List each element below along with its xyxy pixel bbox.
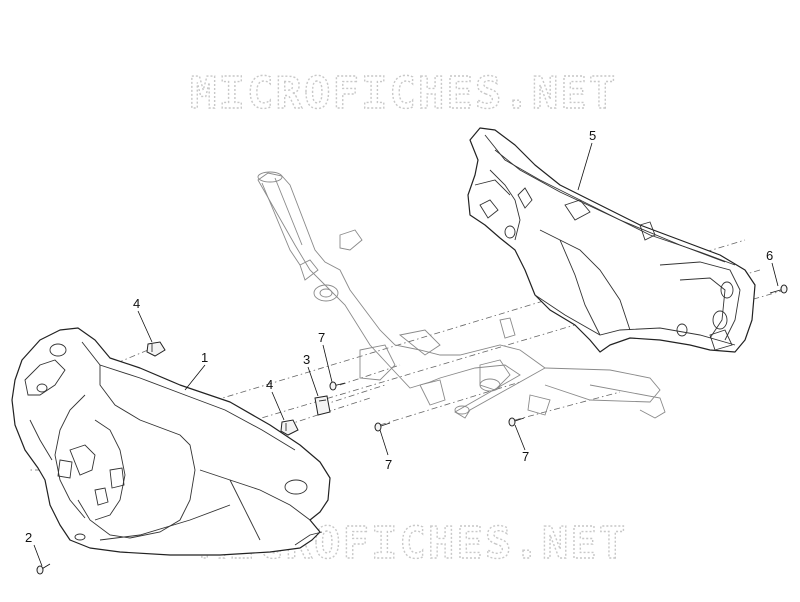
clip-lower [280,419,299,436]
callout-3: 3 [303,352,310,367]
leader-lines [33,142,779,567]
callout-7-upper: 7 [318,330,325,345]
callout-4-lower: 4 [266,377,273,392]
handlebar-tube [257,171,666,419]
watermark-top: MICROFICHES.NET [190,68,617,119]
callout-7-left: 7 [385,457,392,472]
callout-1: 1 [201,350,208,365]
callout-6: 6 [766,248,773,263]
callouts: 1 2 3 4 4 5 6 7 7 7 [25,128,773,545]
front-handlebar-cover [11,327,331,556]
callout-2: 2 [25,530,32,545]
screw-6 [769,284,788,294]
clip-upper [146,341,166,357]
callout-7-right: 7 [522,449,529,464]
screw-7-right [508,417,525,427]
nut-plate [314,395,331,416]
hardware [36,284,788,575]
callout-5: 5 [589,128,596,143]
screw-7-left [374,422,391,432]
rear-handlebar-cover [467,127,756,353]
callout-4-upper: 4 [133,296,140,311]
screw-7-upper [329,381,346,391]
screw-2 [36,563,51,575]
